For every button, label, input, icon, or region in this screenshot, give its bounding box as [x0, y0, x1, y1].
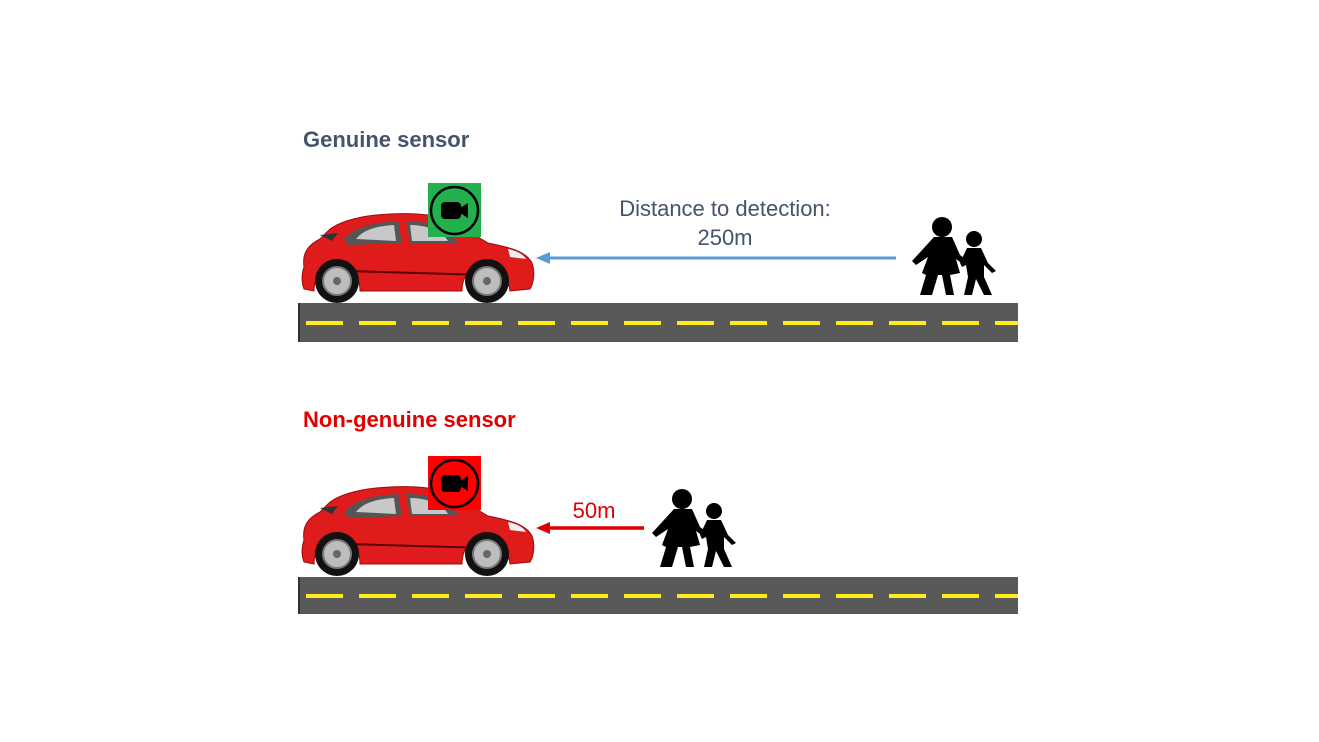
pedestrians-icon	[652, 489, 736, 567]
road	[298, 577, 1018, 614]
video-camera-icon	[429, 458, 480, 509]
lane-marking	[306, 321, 1018, 325]
road	[298, 303, 1018, 342]
non-genuine-sensor-title: Non-genuine sensor	[303, 407, 516, 432]
non-genuine-sensor-badge	[428, 456, 481, 510]
lane-marking	[306, 594, 1018, 598]
pedestrians-icon	[912, 217, 996, 295]
video-camera-icon	[429, 185, 480, 236]
genuine-sensor-title: Genuine sensor	[303, 127, 470, 152]
detection-distance-arrow	[536, 252, 896, 264]
detection-distance-value: 50m	[572, 498, 616, 523]
genuine-sensor-badge	[428, 183, 481, 237]
red-car-icon	[301, 486, 535, 576]
red-car-icon	[301, 213, 535, 303]
detection-distance-arrow	[536, 522, 644, 534]
detection-distance-label: Distance to detection:	[619, 196, 831, 221]
detection-distance-value: 250m	[697, 225, 753, 250]
